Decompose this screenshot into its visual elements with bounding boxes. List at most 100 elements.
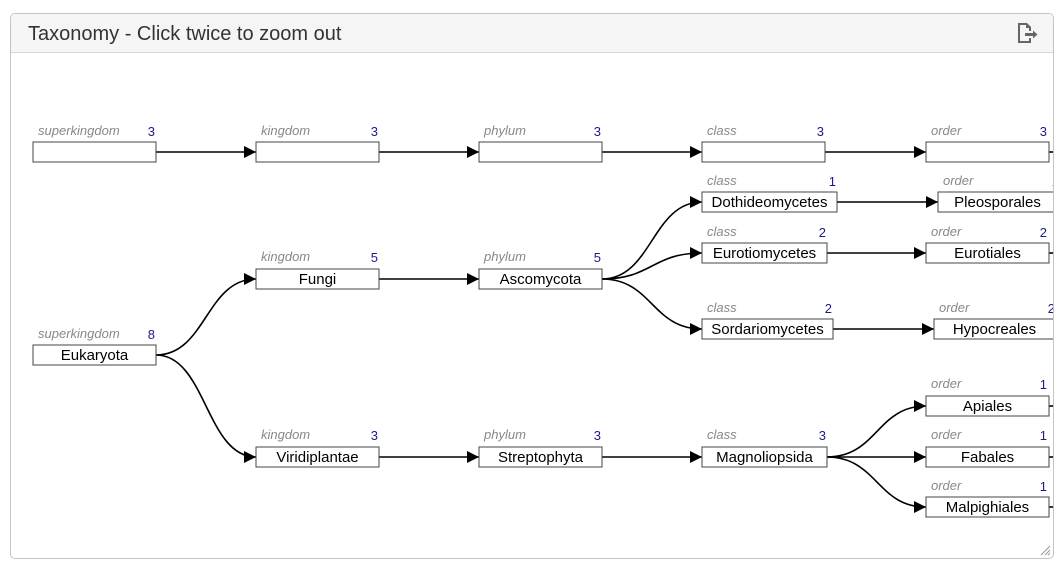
node-box[interactable] [925,395,1050,417]
node-box[interactable] [478,268,603,290]
panel-header: Taxonomy - Click twice to zoom out [11,14,1053,53]
node-box[interactable] [933,318,1054,340]
tree-node-kingdom-header[interactable]: kingdom 3 [255,123,380,163]
node-count: 3 [819,428,826,443]
tree-node-eurotiomycetes[interactable]: class 2 Eurotiomycetes [701,224,828,264]
node-box[interactable] [701,191,838,213]
node-box[interactable] [478,446,603,468]
tree-node-eurotiales[interactable]: order 2 Eurotiales [925,224,1050,264]
tree-node-hypocreales[interactable]: order 2 Hypocreales [933,300,1054,340]
tree-node-superkingdom-header[interactable]: superkingdom 3 [32,123,157,163]
node-name: Streptophyta [498,449,584,466]
node-name: Eurotiomycetes [713,245,816,262]
resize-grip-icon[interactable] [1039,544,1051,556]
node-name: Fabales [961,449,1014,466]
node-name: Fungi [299,271,337,288]
node-rank: class [707,123,737,138]
node-count: 2 [819,225,826,240]
node-rank: kingdom [261,427,310,442]
node-rank: class [707,224,737,239]
node-box[interactable] [701,318,834,340]
node-box[interactable] [478,141,603,163]
tree-node-class-header[interactable]: class 3 [701,123,826,163]
tree-node-apiales[interactable]: order 1 Apiales [925,376,1050,417]
tree-node-sordariomycetes[interactable]: class 2 Sordariomycetes [701,300,834,340]
node-rank: phylum [483,427,526,442]
node-rank: order [931,478,962,493]
link [601,278,703,335]
node-count: 3 [594,124,601,139]
node-count: 5 [594,250,601,265]
link [601,247,703,280]
node-count: 3 [1040,124,1047,139]
tree-node-pleosporales[interactable]: order 1 Pleosporales [937,173,1054,213]
node-name: Pleosporales [954,194,1041,211]
node-name: Hypocreales [953,321,1036,338]
node-box[interactable] [32,344,157,366]
node-name: Sordariomycetes [711,321,824,338]
node-rank: order [931,224,962,239]
node-count: 3 [371,124,378,139]
node-count: 3 [148,124,155,139]
node-rank: order [943,173,974,188]
tree-node-fabales[interactable]: order 1 Fabales [925,427,1050,468]
link [155,354,257,463]
node-count: 3 [594,428,601,443]
node-rank: class [707,427,737,442]
link [826,400,927,458]
node-box[interactable] [925,496,1050,518]
node-box[interactable] [255,141,380,163]
tree-node-dothideomycetes[interactable]: class 1 Dothideomycetes [701,173,838,213]
node-box[interactable] [701,446,828,468]
node-rank: superkingdom [38,326,120,341]
tree-node-phylum-header[interactable]: phylum 3 [478,123,603,163]
node-count: 2 [1048,301,1054,316]
taxonomy-panel: Taxonomy - Click twice to zoom out [10,13,1054,559]
node-name: Dothideomycetes [712,194,828,211]
node-box[interactable] [701,242,828,264]
node-count: 2 [825,301,832,316]
node-box[interactable] [255,446,380,468]
tree-links [155,146,1053,513]
tree-node-fungi[interactable]: kingdom 5 Fungi [255,249,380,290]
node-box[interactable] [937,191,1054,213]
node-count: 8 [148,327,155,342]
node-box[interactable] [925,242,1050,264]
node-box[interactable] [32,141,157,163]
node-rank: superkingdom [38,123,120,138]
node-name: Apiales [963,398,1012,415]
tree-node-magnoliopsida[interactable]: class 3 Magnoliopsida [701,427,828,468]
node-rank: phylum [483,249,526,264]
node-count: 5 [371,250,378,265]
node-count: 3 [371,428,378,443]
node-rank: order [931,427,962,442]
panel-title[interactable]: Taxonomy - Click twice to zoom out [28,23,342,45]
node-count: 1 [1040,428,1047,443]
node-name: Eurotiales [954,245,1021,262]
node-count: 3 [817,124,824,139]
node-box[interactable] [701,141,826,163]
node-rank: order [931,123,962,138]
node-count: 2 [1040,225,1047,240]
node-box[interactable] [255,268,380,290]
node-rank: order [939,300,970,315]
node-name: Viridiplantae [276,449,358,466]
node-rank: kingdom [261,123,310,138]
node-name: Eukaryota [61,347,129,364]
node-count: 1 [1040,377,1047,392]
node-rank: class [707,173,737,188]
tree-node-streptophyta[interactable]: phylum 3 Streptophyta [478,427,603,468]
tree-node-order-header[interactable]: order 3 [925,123,1050,163]
node-count: 1 [1040,479,1047,494]
node-rank: phylum [483,123,526,138]
tree-node-ascomycota[interactable]: phylum 5 Ascomycota [478,249,603,290]
node-count: 1 [1052,174,1054,189]
node-box[interactable] [925,141,1050,163]
tree-node-malpighiales[interactable]: order 1 Malpighiales [925,478,1050,518]
tree-node-viridiplantae[interactable]: kingdom 3 Viridiplantae [255,427,380,468]
taxonomy-tree[interactable]: superkingdom 3 kingdom 3 phylum 3 class … [11,53,1054,559]
node-box[interactable] [925,446,1050,468]
tree-node-eukaryota[interactable]: superkingdom 8 Eukaryota [32,326,157,366]
export-icon[interactable] [1015,21,1039,45]
node-name: Magnoliopsida [716,449,813,466]
